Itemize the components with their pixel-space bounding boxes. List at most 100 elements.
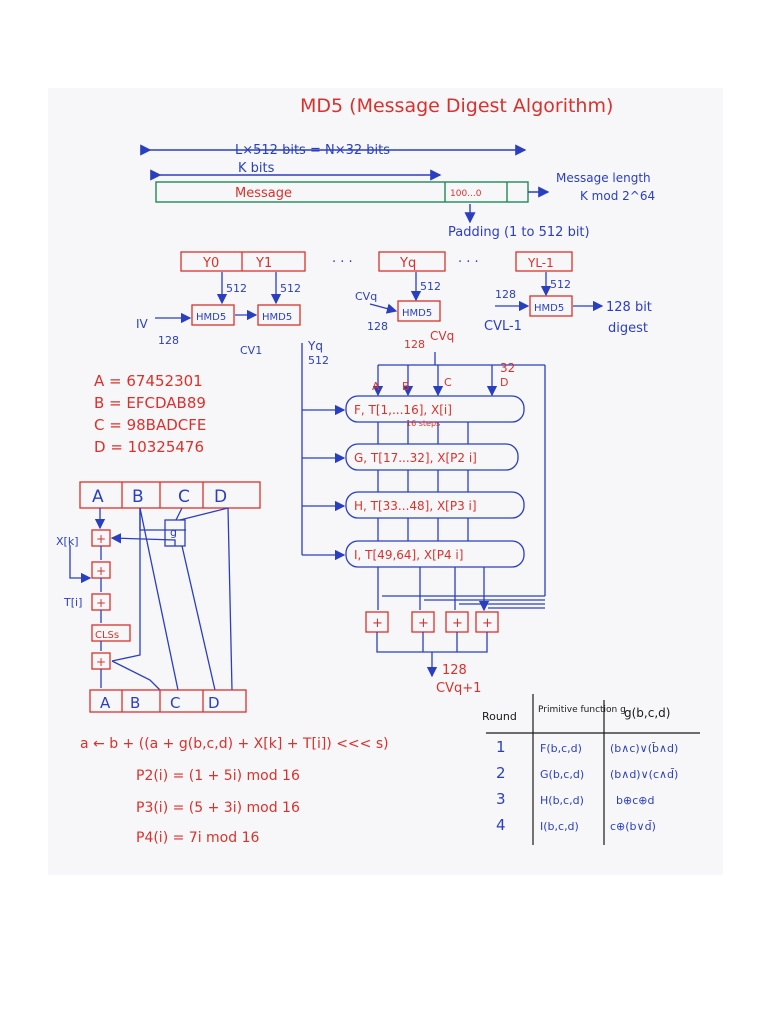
table-header-primitive: Primitive function g bbox=[538, 705, 626, 715]
adder-plus: + bbox=[372, 616, 383, 631]
round-h-box bbox=[345, 491, 525, 519]
bits-128-label: 128 bbox=[158, 334, 179, 347]
table-header-round: Round bbox=[482, 710, 517, 723]
dots-2: · · · bbox=[458, 255, 479, 270]
steps-label: 16 steps bbox=[406, 419, 440, 428]
dots-1: · · · bbox=[332, 255, 353, 270]
bits-512-label: 512 bbox=[550, 278, 571, 291]
const-d: D = 10325476 bbox=[94, 438, 204, 456]
round-f-box bbox=[345, 395, 525, 423]
hmd5-label: HMD5 bbox=[402, 308, 432, 319]
hmd5-box-l bbox=[529, 295, 573, 317]
hmd5-box-q bbox=[397, 300, 441, 322]
const-a: A = 67452301 bbox=[94, 372, 203, 390]
round-i-box bbox=[345, 540, 525, 568]
bits-128-label: 128 bbox=[404, 338, 425, 351]
table-cell: b⊕c⊕d bbox=[616, 794, 654, 807]
reg-c-label: C bbox=[178, 487, 190, 507]
block-chain bbox=[155, 251, 604, 326]
round-g-box bbox=[345, 443, 519, 471]
cv1-label: CV1 bbox=[240, 344, 262, 357]
block-y0: Y0 bbox=[202, 256, 219, 271]
bits-128-label: 128 bbox=[367, 320, 388, 333]
function-table bbox=[486, 694, 700, 845]
table-cell: (b∧c)∨(b̄∧d) bbox=[610, 742, 678, 755]
out-cv-label: CVq+1 bbox=[436, 681, 481, 696]
adder-plus: + bbox=[452, 616, 463, 631]
adder-plus: + bbox=[96, 655, 106, 669]
step-diagram bbox=[69, 481, 261, 713]
length-note-2: K mod 2^64 bbox=[580, 189, 655, 203]
step-formula: a ← b + ((a + g(b,c,d) + X[k] + T[i]) <<… bbox=[80, 736, 389, 752]
bits-32-label: 32 bbox=[500, 361, 515, 375]
reg-d-label: D bbox=[214, 487, 227, 507]
reg-b-label: B bbox=[132, 487, 144, 507]
const-c: C = 98BADCFE bbox=[94, 416, 206, 434]
p3-formula: P3(i) = (5 + 3i) mod 16 bbox=[136, 800, 300, 816]
reg-d-label: D bbox=[500, 376, 508, 389]
adder-plus: + bbox=[96, 532, 106, 546]
reg-c-label: C bbox=[170, 694, 180, 712]
block-yl1: YL-1 bbox=[527, 256, 554, 270]
table-cell: 2 bbox=[496, 764, 506, 782]
reg-d-label: D bbox=[208, 694, 220, 712]
k-label: K bits bbox=[238, 161, 275, 176]
xk-label: X[k] bbox=[56, 535, 79, 548]
round-diagram bbox=[301, 343, 546, 678]
g-label: g bbox=[170, 526, 177, 539]
reg-a-label: A bbox=[92, 487, 104, 507]
bits-128-label: 128 bbox=[495, 288, 516, 301]
adder-plus: + bbox=[96, 596, 106, 610]
reg-c-label: C bbox=[444, 376, 452, 389]
message-layout bbox=[140, 144, 550, 224]
block-y1: Y1 bbox=[255, 256, 272, 271]
table-cell: I(b,c,d) bbox=[540, 820, 579, 833]
length-label: L×512 bits = N×32 bits bbox=[235, 143, 390, 158]
bits-512-label: 512 bbox=[280, 282, 301, 295]
table-cell: F(b,c,d) bbox=[540, 742, 582, 755]
const-b: B = EFCDAB89 bbox=[94, 394, 206, 412]
digest-out-1: 128 bit bbox=[606, 300, 652, 315]
round-h-label: H, T[33...48], X[P3 i] bbox=[354, 499, 477, 513]
table-cell: (b∧d)∨(c∧d̄) bbox=[610, 768, 678, 781]
padding-bits: 100...0 bbox=[450, 189, 482, 199]
round-i-label: I, T[49,64], X[P4 i] bbox=[354, 548, 463, 562]
hmd5-label: HMD5 bbox=[262, 312, 292, 323]
register-top bbox=[79, 481, 261, 509]
p4-formula: P4(i) = 7i mod 16 bbox=[136, 830, 259, 846]
reg-b-label: B bbox=[402, 380, 410, 393]
adder-plus: + bbox=[418, 616, 429, 631]
page-title: MD5 (Message Digest Algorithm) bbox=[300, 95, 613, 117]
out-128-label: 128 bbox=[442, 663, 467, 678]
table-cell: 1 bbox=[496, 738, 506, 756]
table-cell: 3 bbox=[496, 790, 506, 808]
cvl1-label: CVL-1 bbox=[484, 319, 522, 334]
reg-a-label: A bbox=[100, 694, 111, 712]
reg-a-label: A bbox=[372, 380, 380, 393]
iv-label: IV bbox=[136, 317, 149, 331]
p2-formula: P2(i) = (1 + 5i) mod 16 bbox=[136, 768, 300, 784]
hmd5-label: HMD5 bbox=[196, 312, 226, 323]
padding-label: Padding (1 to 512 bit) bbox=[448, 225, 590, 240]
cls-label: CLSs bbox=[95, 630, 119, 641]
table-cell: c⊕(b∨d̄) bbox=[610, 820, 656, 833]
hmd5-box-1 bbox=[191, 304, 235, 326]
round-f-label: F, T[1,...16], X[i] bbox=[354, 403, 452, 417]
round-g-label: G, T[17...32], X[P2 i] bbox=[354, 451, 477, 465]
cls-box bbox=[91, 624, 131, 642]
table-cell: H(b,c,d) bbox=[540, 794, 584, 807]
bits-512-label: 512 bbox=[226, 282, 247, 295]
table-header-g: g(b,c,d) bbox=[624, 706, 670, 720]
bits-512-label: 512 bbox=[308, 354, 329, 367]
length-note-1: Message length bbox=[556, 171, 651, 185]
reg-b-label: B bbox=[130, 694, 140, 712]
table-cell: 4 bbox=[496, 816, 506, 834]
cvq-in-label: CVq bbox=[430, 329, 454, 343]
block-yq: Yq bbox=[399, 256, 416, 271]
hmd5-label: HMD5 bbox=[534, 303, 564, 314]
adder-plus: + bbox=[96, 564, 106, 578]
digest-out-2: digest bbox=[608, 321, 648, 336]
hmd5-box-2 bbox=[257, 304, 301, 326]
adder-plus: + bbox=[482, 616, 493, 631]
